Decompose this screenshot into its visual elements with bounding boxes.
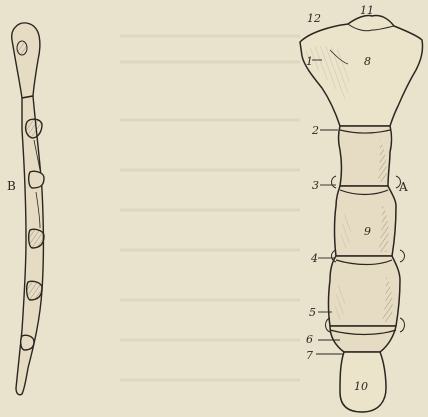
label-8: 8 xyxy=(364,56,371,67)
label-4: 4 xyxy=(311,253,318,264)
label-12: 12 xyxy=(307,13,321,24)
left-bone-profile xyxy=(12,23,44,395)
left-bone-head-notch xyxy=(17,41,27,55)
right-bone-front xyxy=(300,15,423,412)
left-bone-joint-5 xyxy=(21,335,34,350)
xiphoid-base xyxy=(330,326,396,352)
label-a: A xyxy=(399,181,408,193)
left-bone-joint-3 xyxy=(29,229,44,248)
background-text-shadow xyxy=(120,36,300,380)
left-bone-joint-4 xyxy=(27,281,42,300)
manubrium xyxy=(300,15,423,126)
label-b: B xyxy=(7,180,16,192)
label-5: 5 xyxy=(309,307,316,318)
label-11: 11 xyxy=(360,5,374,16)
left-bone-head xyxy=(12,23,40,98)
left-bone-joint-2 xyxy=(29,171,44,188)
label-3: 3 xyxy=(312,180,319,191)
label-9: 9 xyxy=(364,226,371,237)
label-7: 7 xyxy=(306,350,313,361)
label-1: 1 xyxy=(306,56,313,67)
label-10: 10 xyxy=(354,381,368,392)
left-bone-joint-1 xyxy=(26,119,42,138)
label-2: 2 xyxy=(312,125,319,136)
label-6: 6 xyxy=(306,334,313,345)
